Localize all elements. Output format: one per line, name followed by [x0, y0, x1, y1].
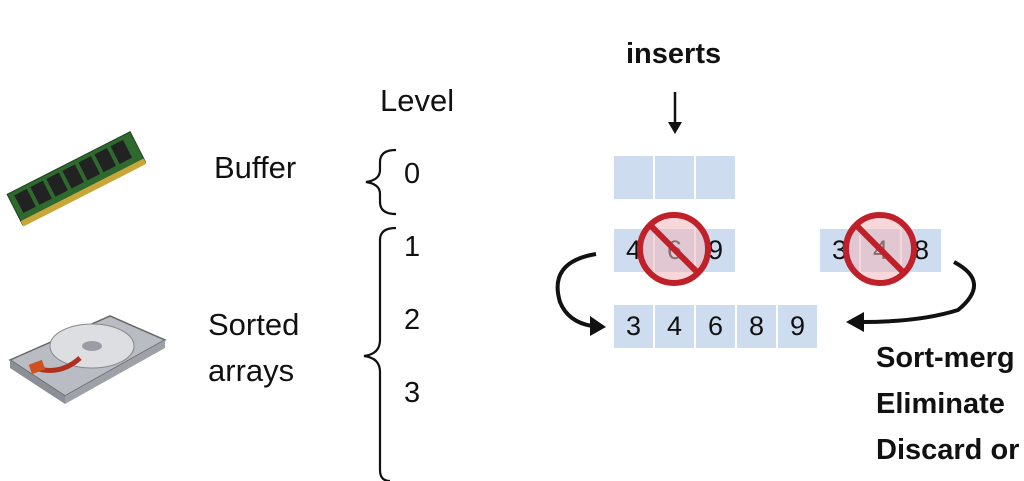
level-header: Level: [380, 83, 455, 118]
level-number: 0: [404, 158, 421, 190]
sorted-arrays-label-line1: Sorted: [208, 307, 300, 342]
level-number: 2: [404, 304, 421, 336]
curved-arrow-icon: [846, 260, 976, 332]
ram-module-icon: [0, 120, 150, 240]
curved-arrow-icon: [555, 252, 606, 336]
merged-cell: 9: [778, 305, 817, 348]
merged-cell: 8: [737, 305, 776, 348]
note-line: Sort-merg: [876, 342, 1015, 374]
buffer-cell: [655, 156, 694, 199]
run-a-cell: 6: [655, 229, 694, 272]
sorted-arrays-brace: [363, 226, 397, 481]
run-b-cell: 8: [902, 229, 941, 272]
run-a-cell: 4: [614, 229, 653, 272]
note-line: Discard or: [876, 434, 1020, 466]
note-line: Eliminate: [876, 388, 1005, 420]
buffer-label: Buffer: [214, 150, 297, 185]
merged-cell: 4: [655, 305, 694, 348]
buffer-cell: [614, 156, 653, 199]
merged-cell: 3: [614, 305, 653, 348]
buffer-cell: [696, 156, 735, 199]
level-number: 3: [404, 377, 421, 409]
buffer-brace: [365, 148, 397, 216]
sorted-arrays-label-line2: arrays: [208, 353, 295, 388]
inserts-label: inserts: [626, 38, 722, 70]
run-a-cell: 9: [696, 229, 735, 272]
run-b-cell: 4: [861, 229, 900, 272]
run-b-cell: 3: [820, 229, 859, 272]
hard-drive-icon: [0, 298, 170, 413]
level-number: 1: [404, 231, 421, 263]
merged-cell: 6: [696, 305, 735, 348]
